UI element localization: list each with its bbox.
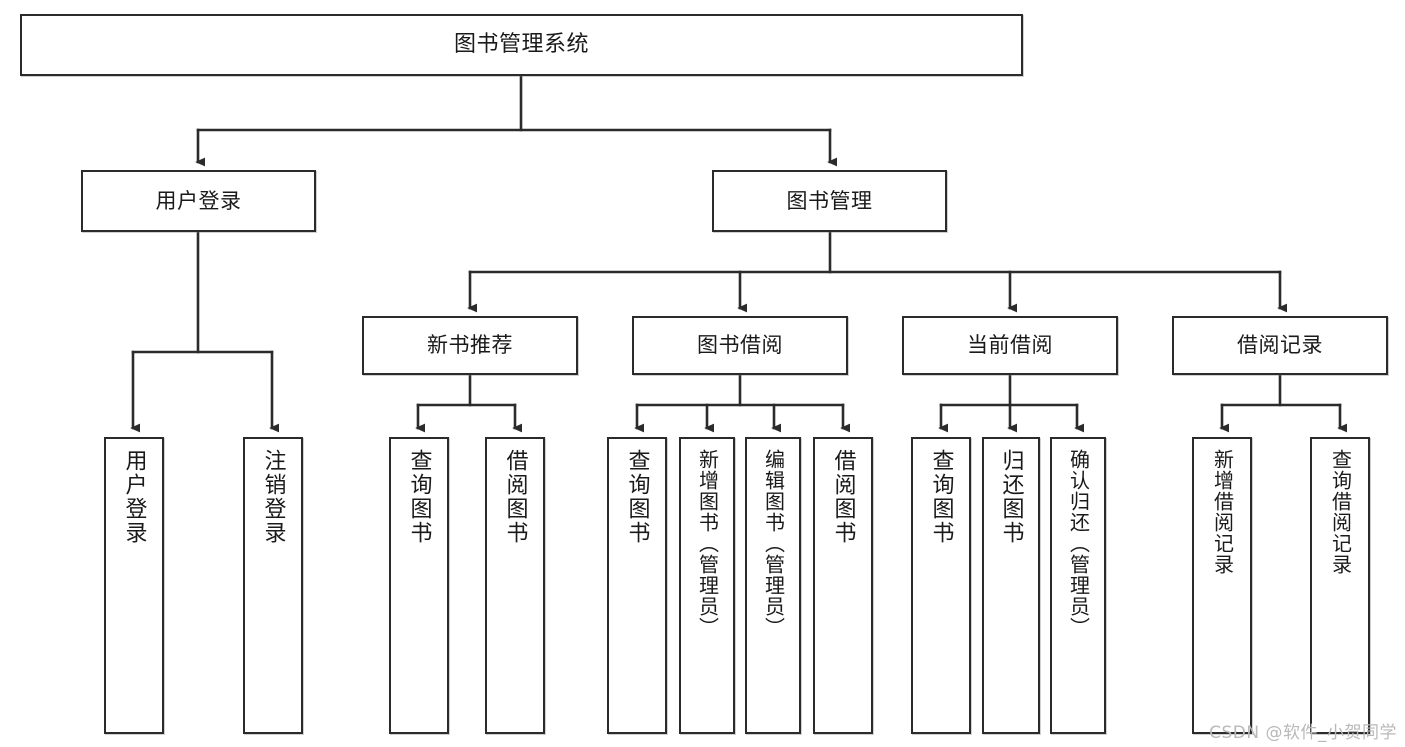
node-book-management-label: 图书管理 bbox=[786, 188, 873, 213]
leaf-edit-book-label: 编辑图书（管理员） bbox=[761, 449, 786, 638]
leaf-user-login-label: 用户登录 bbox=[121, 449, 147, 545]
node-borrow-record[interactable]: 借阅记录 bbox=[1172, 316, 1388, 375]
leaf-borrow-book-2-label: 借阅图书 bbox=[830, 449, 856, 545]
node-current-borrow[interactable]: 当前借阅 bbox=[902, 316, 1118, 375]
leaf-borrow-book-2[interactable]: 借阅图书 bbox=[813, 437, 873, 734]
node-borrow-record-label: 借阅记录 bbox=[1237, 333, 1323, 358]
leaf-query-book-2-label: 查询图书 bbox=[624, 449, 650, 545]
leaf-user-login[interactable]: 用户登录 bbox=[104, 437, 164, 734]
leaf-add-book[interactable]: 新增图书（管理员） bbox=[679, 437, 735, 734]
node-user-login-label: 用户登录 bbox=[155, 188, 242, 213]
leaf-return-book-label: 归还图书 bbox=[998, 449, 1024, 545]
leaf-logout-login-label: 注销登录 bbox=[260, 449, 286, 545]
node-root-system-label: 图书管理系统 bbox=[453, 32, 589, 58]
csdn-watermark: CSDN @软件_小贺同学 bbox=[1209, 723, 1397, 743]
node-user-login[interactable]: 用户登录 bbox=[81, 170, 316, 232]
leaf-query-record-label: 查询借阅记录 bbox=[1328, 449, 1353, 575]
node-book-borrow-label: 图书借阅 bbox=[697, 333, 783, 358]
leaf-query-book-1-label: 查询图书 bbox=[406, 449, 432, 545]
leaf-query-book-1[interactable]: 查询图书 bbox=[389, 437, 449, 734]
node-current-borrow-label: 当前借阅 bbox=[967, 333, 1053, 358]
node-new-book-recommend-label: 新书推荐 bbox=[427, 333, 513, 358]
leaf-query-book-3[interactable]: 查询图书 bbox=[911, 437, 971, 734]
leaf-query-record[interactable]: 查询借阅记录 bbox=[1310, 437, 1370, 734]
leaf-logout-login[interactable]: 注销登录 bbox=[243, 437, 303, 734]
node-new-book-recommend[interactable]: 新书推荐 bbox=[362, 316, 578, 375]
leaf-query-book-3-label: 查询图书 bbox=[928, 449, 954, 545]
node-book-management[interactable]: 图书管理 bbox=[712, 170, 947, 232]
leaf-add-record-label: 新增借阅记录 bbox=[1210, 449, 1235, 575]
leaf-edit-book[interactable]: 编辑图书（管理员） bbox=[745, 437, 801, 734]
leaf-borrow-book-1[interactable]: 借阅图书 bbox=[485, 437, 545, 734]
leaf-add-book-label: 新增图书（管理员） bbox=[695, 449, 720, 638]
node-book-borrow[interactable]: 图书借阅 bbox=[632, 316, 848, 375]
leaf-add-record[interactable]: 新增借阅记录 bbox=[1192, 437, 1252, 734]
leaf-query-book-2[interactable]: 查询图书 bbox=[607, 437, 667, 734]
leaf-confirm-return[interactable]: 确认归还（管理员） bbox=[1050, 437, 1106, 734]
node-root-system[interactable]: 图书管理系统 bbox=[20, 14, 1023, 76]
leaf-return-book[interactable]: 归还图书 bbox=[982, 437, 1040, 734]
leaf-borrow-book-1-label: 借阅图书 bbox=[502, 449, 528, 545]
leaf-confirm-return-label: 确认归还（管理员） bbox=[1066, 449, 1091, 638]
